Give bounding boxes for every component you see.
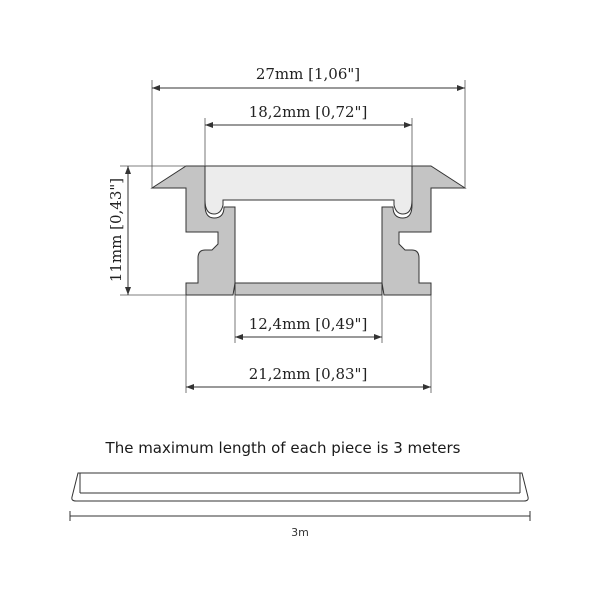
base-width-label: 21,2mm [0,83"] <box>249 365 368 383</box>
profile-side-view <box>71 472 529 502</box>
inner-base-label: 12,4mm [0,49"] <box>249 315 368 333</box>
arrow-icon <box>125 166 131 174</box>
arrow-icon <box>423 384 431 390</box>
arrow-icon <box>374 334 382 340</box>
arrow-icon <box>235 334 243 340</box>
arrow-icon <box>457 85 465 91</box>
diffuser-cover <box>204 165 413 215</box>
arrow-icon <box>205 122 213 128</box>
arrow-icon <box>404 122 412 128</box>
profile-base <box>234 282 383 296</box>
max-length-note: The maximum length of each piece is 3 me… <box>105 439 461 457</box>
arrow-icon <box>152 85 160 91</box>
profile-left-body <box>150 165 236 296</box>
profile-right-body <box>381 165 467 296</box>
height-label: 11mm [0,43"] <box>107 178 125 282</box>
diffuser-width-label: 18,2mm [0,72"] <box>249 103 368 121</box>
length-label: 3m <box>291 526 309 539</box>
arrow-icon <box>186 384 194 390</box>
arrow-icon <box>125 287 131 295</box>
overall-width-label: 27mm [1,06"] <box>256 65 360 83</box>
